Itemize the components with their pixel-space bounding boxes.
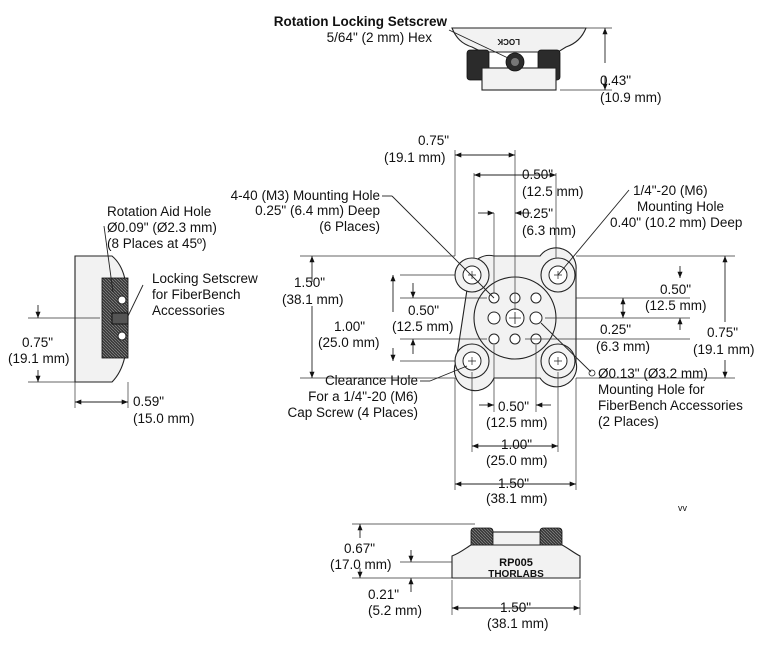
hole-440-label-1: 4-40 (M3) Mounting Hole <box>231 188 380 203</box>
top-height-in: 0.43" <box>600 73 631 88</box>
clearance-label-2: For a 1/4"-20 (M6) <box>308 389 418 404</box>
lock-engraving: LOCK <box>497 37 520 46</box>
lockset-label-1: Locking Setscrew <box>152 271 258 286</box>
top-setscrew-label-1: Rotation Locking Setscrew <box>274 14 448 29</box>
side-075-mm: (19.1 mm) <box>8 351 70 366</box>
brand-logo: THORLABS <box>488 569 544 580</box>
clearance-label-3: Cap Screw (4 Places) <box>287 405 418 420</box>
fb-hole-label-3: FiberBench Accessories <box>598 398 743 413</box>
bot-100-mm: (25.0 mm) <box>486 453 548 468</box>
side-059-mm: (15.0 mm) <box>133 411 195 426</box>
side-075-in: 0.75" <box>22 335 53 350</box>
side-059-in: 0.59" <box>133 394 164 409</box>
lockset-label-3: Accessories <box>152 303 225 318</box>
left-100-mm: (25.0 mm) <box>318 335 380 350</box>
front-050-mm: (12.5 mm) <box>522 184 584 199</box>
m6-hole-label-3: 0.40" (10.2 mm) Deep <box>610 215 742 230</box>
right-025-mm: (6.3 mm) <box>596 339 650 354</box>
fb-hole-label-4: (2 Places) <box>598 414 659 429</box>
right-075-in: 0.75" <box>707 325 738 340</box>
rotaid-label-3: (8 Places at 45º) <box>107 236 206 251</box>
hole-440-label-3: (6 Places) <box>319 219 380 234</box>
vv-mark: vv <box>678 503 688 513</box>
m6-hole-label-2: Mounting Hole <box>637 199 724 214</box>
rotaid-label-2: Ø0.09" (Ø2.3 mm) <box>107 220 217 235</box>
side-067-in: 0.67" <box>344 541 375 556</box>
front-050-in: 0.50" <box>522 167 553 182</box>
front-075-in: 0.75" <box>418 133 449 148</box>
right-075-mm: (19.1 mm) <box>693 342 755 357</box>
front-025-in: 0.25" <box>522 206 553 221</box>
bot-150-mm: (38.1 mm) <box>486 491 548 506</box>
bot-050-in: 0.50" <box>498 399 529 414</box>
bottom-150-mm: (38.1 mm) <box>487 616 549 631</box>
left-050-mm: (12.5 mm) <box>392 319 454 334</box>
bot-150-in: 1.50" <box>498 476 529 491</box>
side-view <box>74 255 129 383</box>
side-067-mm: (17.0 mm) <box>330 557 392 572</box>
left-100-in: 1.00" <box>334 319 365 334</box>
left-150-in: 1.50" <box>294 275 325 290</box>
side-021-mm: (5.2 mm) <box>368 603 422 618</box>
top-view: LOCK <box>451 27 587 91</box>
right-050-mm: (12.5 mm) <box>645 298 707 313</box>
fb-hole-label-2: Mounting Hole for <box>598 382 705 397</box>
bot-100-in: 1.00" <box>501 437 532 452</box>
top-setscrew-label-2: 5/64" (2 mm) Hex <box>327 30 433 45</box>
lockset-label-2: for FiberBench <box>152 287 241 302</box>
front-025-mm: (6.3 mm) <box>522 223 576 238</box>
hole-440-label-2: 0.25" (6.4 mm) Deep <box>255 203 380 218</box>
rotaid-label-1: Rotation Aid Hole <box>107 204 211 219</box>
bot-050-mm: (12.5 mm) <box>486 415 548 430</box>
m6-hole-label-1: 1/4"-20 (M6) <box>633 183 708 198</box>
front-view <box>453 247 578 392</box>
fb-hole-label-1: Ø0.13" (Ø3.2 mm) <box>598 366 708 381</box>
left-050-in: 0.50" <box>408 303 439 318</box>
part-number: RP005 <box>499 557 533 569</box>
bottom-side-view: RP005 THORLABS <box>451 527 581 580</box>
side-021-in: 0.21" <box>368 587 399 602</box>
clearance-label-1: Clearance Hole <box>325 373 418 388</box>
top-height-mm: (10.9 mm) <box>600 90 662 105</box>
right-025-in: 0.25" <box>600 322 631 337</box>
bottom-150-in: 1.50" <box>500 600 531 615</box>
right-050-in: 0.50" <box>660 282 691 297</box>
front-075-mm: (19.1 mm) <box>384 150 446 165</box>
left-150-mm: (38.1 mm) <box>282 292 344 307</box>
